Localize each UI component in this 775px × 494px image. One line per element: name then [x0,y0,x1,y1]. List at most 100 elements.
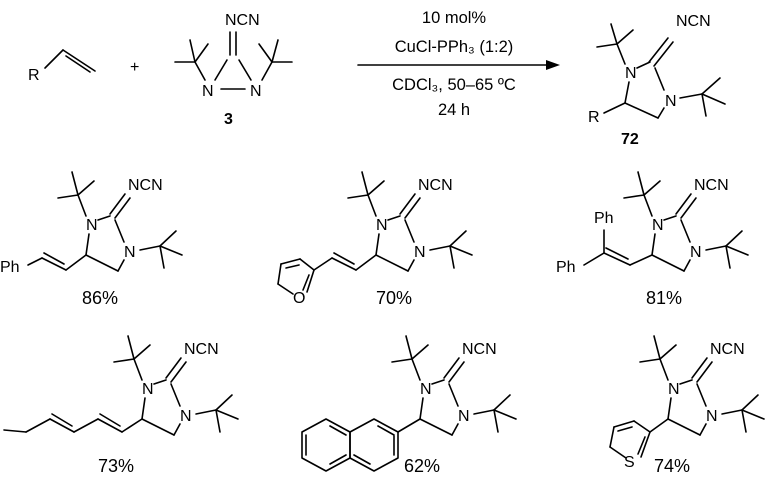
bond-line [449,245,473,256]
ex3-yield: 81% [646,288,682,308]
product-r-label: R [588,109,600,126]
bond-line [114,197,131,219]
bond-line [71,171,79,196]
bond-line [49,418,75,433]
bond-line [683,259,691,272]
bond-line [741,409,747,433]
bond-line [361,171,369,196]
bond-line [285,264,300,269]
reactant-r-label: R [28,67,40,84]
product-n1: N [625,65,637,82]
ex1-n1: N [86,217,98,234]
bond-line [725,245,731,269]
bond-line [399,193,416,215]
bond-line [721,409,743,415]
bond-line [367,194,377,217]
bond-line [680,219,691,243]
bond-line [696,383,707,407]
ex5-n1: N [420,381,432,398]
reaction-arrow: 10 mol% CuCl-PPh₃ (1:2) CDCl₃, 50–65 ºC … [357,9,560,119]
bond-line [277,263,282,285]
bond-line [653,335,661,360]
ex3-ph-top: Ph [594,210,614,227]
bond-line [258,43,273,63]
bond-line [624,102,659,119]
bond-line [639,358,661,363]
bond-line [133,344,151,360]
bond-line [603,102,626,114]
bond-line [651,254,685,272]
bond-line [659,358,669,381]
bond-line [280,258,301,265]
bond-line [113,358,135,363]
bond-line [701,93,707,117]
bond-line [448,361,465,383]
bond-line [301,418,351,472]
ex2-ncn-label: NCN [418,177,453,194]
bond-line [141,418,175,436]
condition-line-2: CuCl-PPh₃ (1:2) [395,38,514,56]
bond-line [141,397,146,420]
bond-line [657,107,665,119]
bond-line [329,454,347,465]
reagent-n-right: N [250,83,262,100]
bond-line [25,418,51,433]
bond-line [153,379,167,385]
bond-line [443,357,460,379]
bond-line [57,194,79,199]
bond-line [679,379,693,385]
bond-line [667,418,701,436]
bond-line [159,230,177,247]
bond-line [41,257,67,271]
bond-line [329,425,347,436]
ex3-n1: N [652,217,664,234]
bond-line [637,436,646,455]
ex4-n3: N [180,408,192,425]
bond-line [114,219,125,243]
bond-line [741,409,765,420]
bond-line [238,59,252,81]
bond-line [159,245,165,269]
bond-line [691,357,708,379]
ex1-yield: 86% [82,288,118,308]
ex2-n1: N [376,217,388,234]
condition-line-3: CDCl₃, 50–65 ºC [392,76,516,94]
reagent-ncn-label: NCN [225,12,260,29]
product-imidazolidine: NCN N N R 72 [588,13,726,148]
bond-line [195,409,217,415]
bond-line [405,335,413,360]
bond-line [701,77,721,95]
bond-line [299,258,315,271]
ex4-n1: N [142,381,154,398]
bond-line [493,394,511,411]
bond-line [51,413,73,427]
bond-line [616,43,626,65]
bond-line [617,426,633,432]
bond-line [133,358,143,381]
bond-line [387,215,401,221]
condition-line-4: 24 h [438,101,470,119]
bond-line [215,409,221,433]
bond-line [77,180,95,196]
bond-line [109,193,126,215]
bond-line [375,254,409,272]
ex4-ncn-label: NCN [184,341,219,358]
product-ncn-label: NCN [676,13,711,30]
bond-line [411,358,421,381]
bond-line [449,230,467,247]
bond-line [640,431,651,458]
ex5-ncn-label: NCN [462,341,497,358]
bond-line [653,41,674,67]
bond-line [377,425,395,436]
bond-line [680,197,697,219]
bond-line [448,383,459,407]
bond-line [404,197,421,219]
bond-line [306,269,315,293]
bond-line [62,49,96,72]
bond-line [696,361,713,383]
bond-line [596,43,618,48]
bond-line [271,39,279,63]
bond-line [43,252,65,265]
bond-line [391,358,413,363]
bond-line [741,394,759,411]
